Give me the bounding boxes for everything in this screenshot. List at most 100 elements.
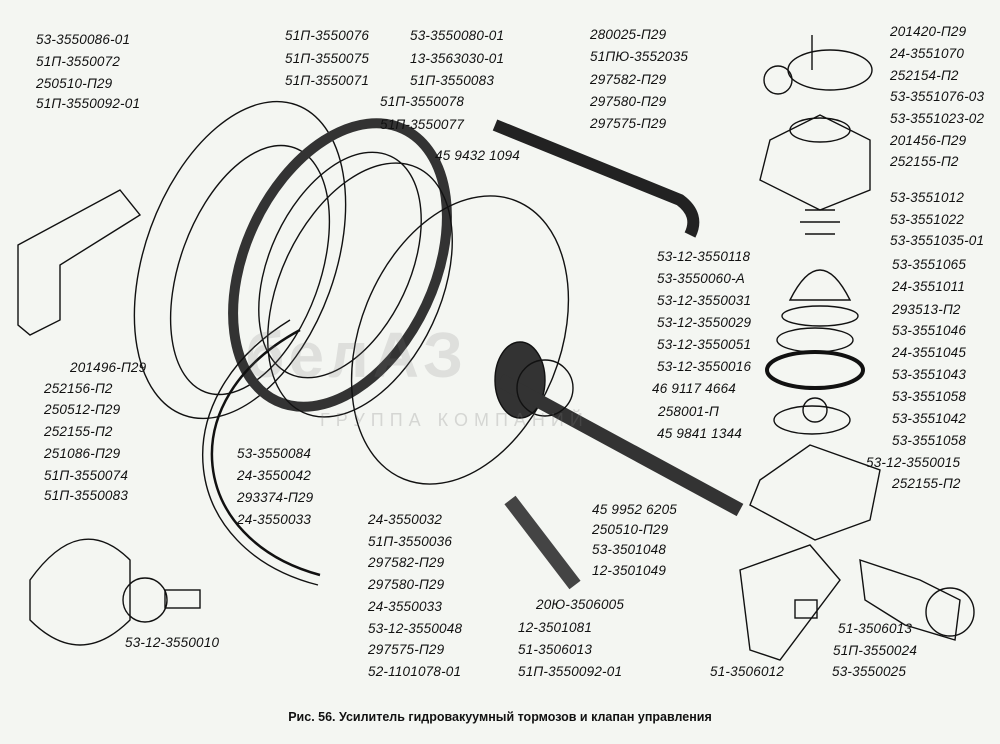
vacuum-hose bbox=[492, 119, 700, 238]
valve-boot bbox=[788, 269, 852, 301]
watermark-logo: белАЗ bbox=[245, 319, 468, 391]
part-label: 53-3551046 bbox=[892, 323, 967, 338]
part-label: 53-3551058 bbox=[892, 433, 967, 448]
part-label: 24-3550032 bbox=[368, 512, 443, 527]
part-label: 51П-3550036 bbox=[368, 534, 453, 549]
part-label: 252155-П2 bbox=[890, 154, 959, 169]
part-label: 51-3506013 bbox=[838, 621, 913, 636]
part-label: 293513-П2 bbox=[892, 302, 961, 317]
part-label: 53-3551043 bbox=[892, 367, 967, 382]
lower-bracket bbox=[739, 544, 841, 661]
diaphragm-plate bbox=[267, 162, 453, 418]
part-label: 53-12-3550031 bbox=[657, 293, 752, 308]
part-label: 53-3501048 bbox=[592, 542, 667, 557]
part-label: 45 9952 6205 bbox=[592, 502, 677, 517]
tee-fitting bbox=[859, 558, 961, 641]
part-label: 201456-П29 bbox=[890, 133, 967, 148]
part-label: 252156-П2 bbox=[44, 381, 113, 396]
part-label: 51-3506013 bbox=[518, 642, 593, 657]
part-label: 250512-П29 bbox=[44, 402, 121, 417]
part-label: 51-3506012 bbox=[710, 664, 785, 679]
part-label: 51П-3550092-01 bbox=[36, 96, 141, 111]
part-label: 53-3550060-А bbox=[657, 271, 745, 286]
part-label: 201420-П29 bbox=[890, 24, 967, 39]
part-label: 24-3551070 bbox=[890, 46, 965, 61]
part-label: 53-3550025 bbox=[832, 664, 907, 679]
part-label: 24-3550033 bbox=[237, 512, 312, 527]
watermark-subtitle: ГРУППА КОМПАНИЙ bbox=[320, 410, 589, 430]
part-label: 24-3551045 bbox=[892, 345, 967, 360]
part-label: 45 9432 1094 bbox=[435, 148, 520, 163]
part-label: 53-3551035-01 bbox=[890, 233, 985, 248]
part-label: 252154-П2 bbox=[890, 68, 959, 83]
part-label: 53-3551023-02 bbox=[890, 111, 985, 126]
part-label: 53-3551058 bbox=[892, 389, 967, 404]
part-label: 24-3551011 bbox=[892, 279, 966, 294]
part-label: 53-3550084 bbox=[237, 446, 312, 461]
part-label: 252155-П2 bbox=[892, 476, 961, 491]
part-label: 53-3551042 bbox=[892, 411, 967, 426]
part-label: 51П-3550078 bbox=[380, 94, 465, 109]
figure-caption: Рис. 56. Усилитель гидровакуумный тормоз… bbox=[288, 710, 712, 724]
front-cover bbox=[350, 195, 570, 485]
part-label: 51П-3550083 bbox=[410, 73, 495, 88]
pipe bbox=[504, 495, 581, 590]
part-label: 53-12-3550048 bbox=[368, 621, 463, 636]
part-label: 51П-3550024 bbox=[833, 643, 918, 658]
part-label: 201496-П29 bbox=[70, 360, 147, 375]
part-label: 258001-П bbox=[658, 404, 719, 419]
part-label: 53-12-3550015 bbox=[866, 455, 961, 470]
part-label: 24-3550042 bbox=[237, 468, 312, 483]
part-label: 20Ю-3506005 bbox=[536, 597, 625, 612]
part-label: 53-3551022 bbox=[890, 212, 965, 227]
clamp-band bbox=[210, 328, 321, 577]
part-label: 13-3563030-01 bbox=[410, 51, 505, 66]
part-label: 51П-3550076 bbox=[285, 28, 370, 43]
part-label: 51П-3550071 bbox=[285, 73, 370, 88]
part-label: 250510-П29 bbox=[36, 76, 113, 91]
part-label: 51П-3550083 bbox=[44, 488, 129, 503]
part-label: 251086-П29 bbox=[44, 446, 121, 461]
part-label: 297580-П29 bbox=[590, 94, 667, 109]
part-label: 280025-П29 bbox=[590, 27, 667, 42]
part-label: 53-12-3550010 bbox=[125, 635, 220, 650]
part-label: 46 9117 4664 bbox=[652, 381, 736, 396]
valve-housing bbox=[759, 114, 871, 211]
part-label: 252155-П2 bbox=[44, 424, 113, 439]
part-label: 297575-П29 bbox=[368, 642, 445, 657]
part-label: 293374-П29 bbox=[237, 490, 314, 505]
part-label: 297582-П29 bbox=[590, 72, 667, 87]
diaphragm-ring bbox=[228, 118, 452, 412]
part-label: 51П-3550092-01 bbox=[518, 664, 623, 679]
part-label: 53-3550086-01 bbox=[36, 32, 131, 47]
part-label: 51П-3550072 bbox=[36, 54, 121, 69]
part-label: 51П-3550075 bbox=[285, 51, 370, 66]
part-label: 51П-3550074 bbox=[44, 468, 129, 483]
part-label: 45 9841 1344 bbox=[657, 426, 742, 441]
part-label: 297582-П29 bbox=[368, 555, 445, 570]
part-label: 53-12-3550051 bbox=[657, 337, 752, 352]
valve-flange bbox=[749, 444, 881, 541]
part-label: 24-3550033 bbox=[368, 599, 443, 614]
part-label: 250510-П29 bbox=[592, 522, 669, 537]
part-label: 297575-П29 bbox=[590, 116, 667, 131]
part-label: 53-12-3550016 bbox=[657, 359, 752, 374]
part-label: 51П-3550077 bbox=[380, 117, 465, 132]
booster-sketch bbox=[29, 538, 131, 646]
part-label: 53-3551065 bbox=[892, 257, 967, 272]
part-label: 53-12-3550029 bbox=[657, 315, 752, 330]
part-label: 12-3501049 bbox=[592, 563, 667, 578]
valve-spring bbox=[800, 209, 840, 235]
part-label: 12-3501081 bbox=[518, 620, 593, 635]
hydraulic-cylinder bbox=[496, 373, 744, 517]
part-label: 51ПЮ-3552035 bbox=[590, 49, 689, 64]
part-label: 52-1101078-01 bbox=[368, 664, 462, 679]
part-label: 53-3551076-03 bbox=[890, 89, 985, 104]
part-label: 53-3550080-01 bbox=[410, 28, 505, 43]
part-label: 53-3551012 bbox=[890, 190, 965, 205]
part-label: 53-12-3550118 bbox=[657, 249, 751, 264]
rear-cover bbox=[133, 100, 347, 420]
mounting-bracket bbox=[17, 189, 142, 336]
